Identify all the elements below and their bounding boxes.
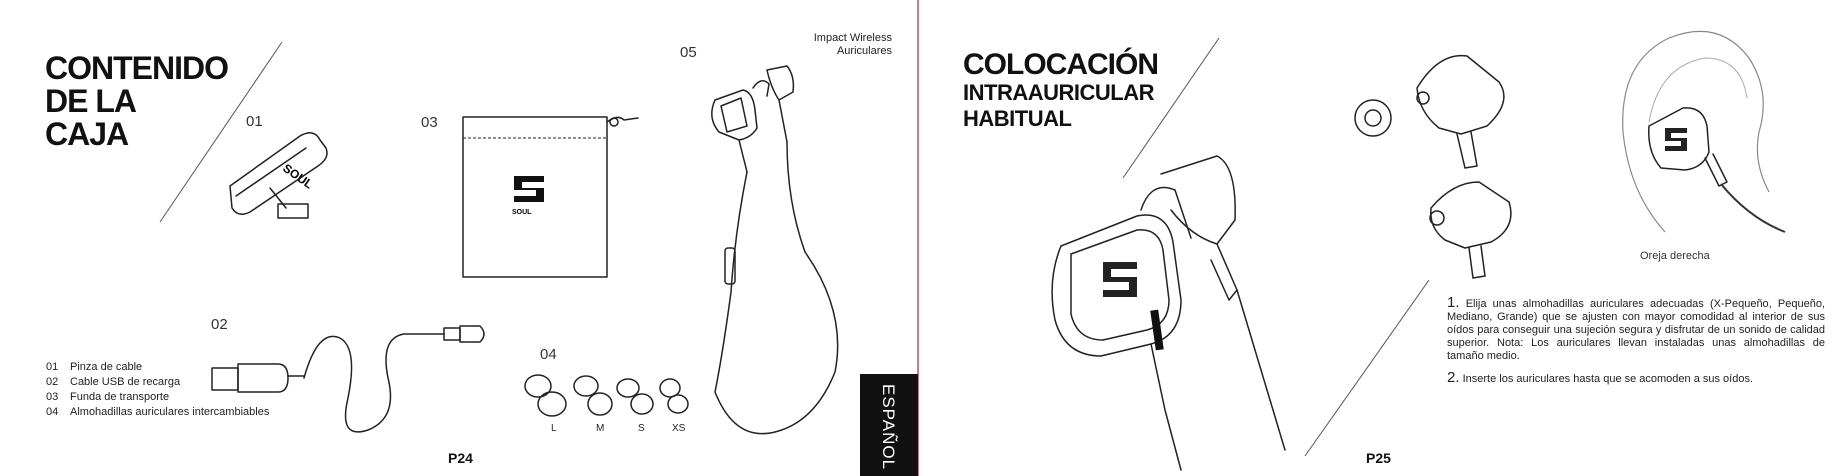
product-type: Auriculares (836, 45, 892, 57)
page-title: COLOCACIÓN (963, 48, 1159, 81)
item-number-earphones: 05 (680, 44, 697, 61)
step-text: Inserte los auriculares hasta que se aco… (1462, 373, 1754, 385)
title-line: CAJA (45, 116, 129, 152)
language-tab: ESPAÑOL (860, 374, 918, 476)
diagonal-dividers (1122, 37, 1430, 457)
tip-size-label: S (638, 423, 645, 434)
product-name: Impact Wireless (813, 32, 892, 44)
item-number-clip: 01 (246, 113, 263, 130)
item-number-pouch: 03 (421, 114, 438, 131)
page-subtitle: INTRAAURICULAR HABITUAL (963, 80, 1154, 132)
earphone-closeup-illustration (1051, 155, 1286, 471)
title-line: DE LA (45, 83, 137, 119)
cable-clip-illustration: SOUL (229, 132, 328, 219)
carrying-pouch-illustration: SOUL (462, 116, 639, 278)
right-page: COLOCACIÓN INTRAAURICULAR HABITUAL (919, 0, 1837, 476)
subtitle-line: INTRAAURICULAR (963, 80, 1154, 105)
brand-logo: SOUL (512, 209, 532, 216)
instruction-steps: 1. Elija unas almohadillas auriculares a… (1447, 294, 1826, 386)
page-number: P25 (1366, 450, 1391, 466)
language-label: ESPAÑOL (879, 384, 898, 471)
page-title: CONTENIDO DE LA CAJA (45, 50, 229, 152)
subtitle-line: HABITUAL (963, 106, 1072, 131)
title-line: CONTENIDO (45, 50, 229, 86)
ear-tip-fitting-illustration (1354, 54, 1512, 279)
ear-tips-illustration (524, 374, 689, 417)
left-page: CONTENIDO DE LA CAJA 01 03 05 02 04 Impa… (0, 0, 918, 476)
product-caption: Impact Wireless Auriculares (814, 32, 892, 58)
step-1: 1. Elija unas almohadillas auriculares a… (1447, 294, 1826, 363)
tip-size-label: M (596, 423, 605, 434)
item-number-cable: 02 (211, 316, 228, 333)
ear-label: Oreja derecha (1640, 250, 1710, 262)
page-spine (917, 0, 919, 476)
svg-text:SOUL: SOUL (280, 161, 315, 192)
earphones-illustration (711, 65, 839, 435)
right-ear-illustration (1622, 30, 1786, 233)
step-number: 1. (1447, 294, 1460, 311)
tip-size-label: XS (672, 423, 686, 434)
tip-size-label: L (551, 423, 557, 434)
item-number-tips: 04 (540, 346, 557, 363)
step-2: 2. Inserte los auriculares hasta que se … (1447, 369, 1825, 386)
usb-cable-illustration (211, 325, 485, 433)
step-text: Elija unas almohadillas auriculares adec… (1447, 298, 1826, 362)
page-number: P24 (448, 450, 473, 466)
step-number: 2. (1447, 369, 1460, 386)
diagonal-divider (159, 41, 283, 223)
